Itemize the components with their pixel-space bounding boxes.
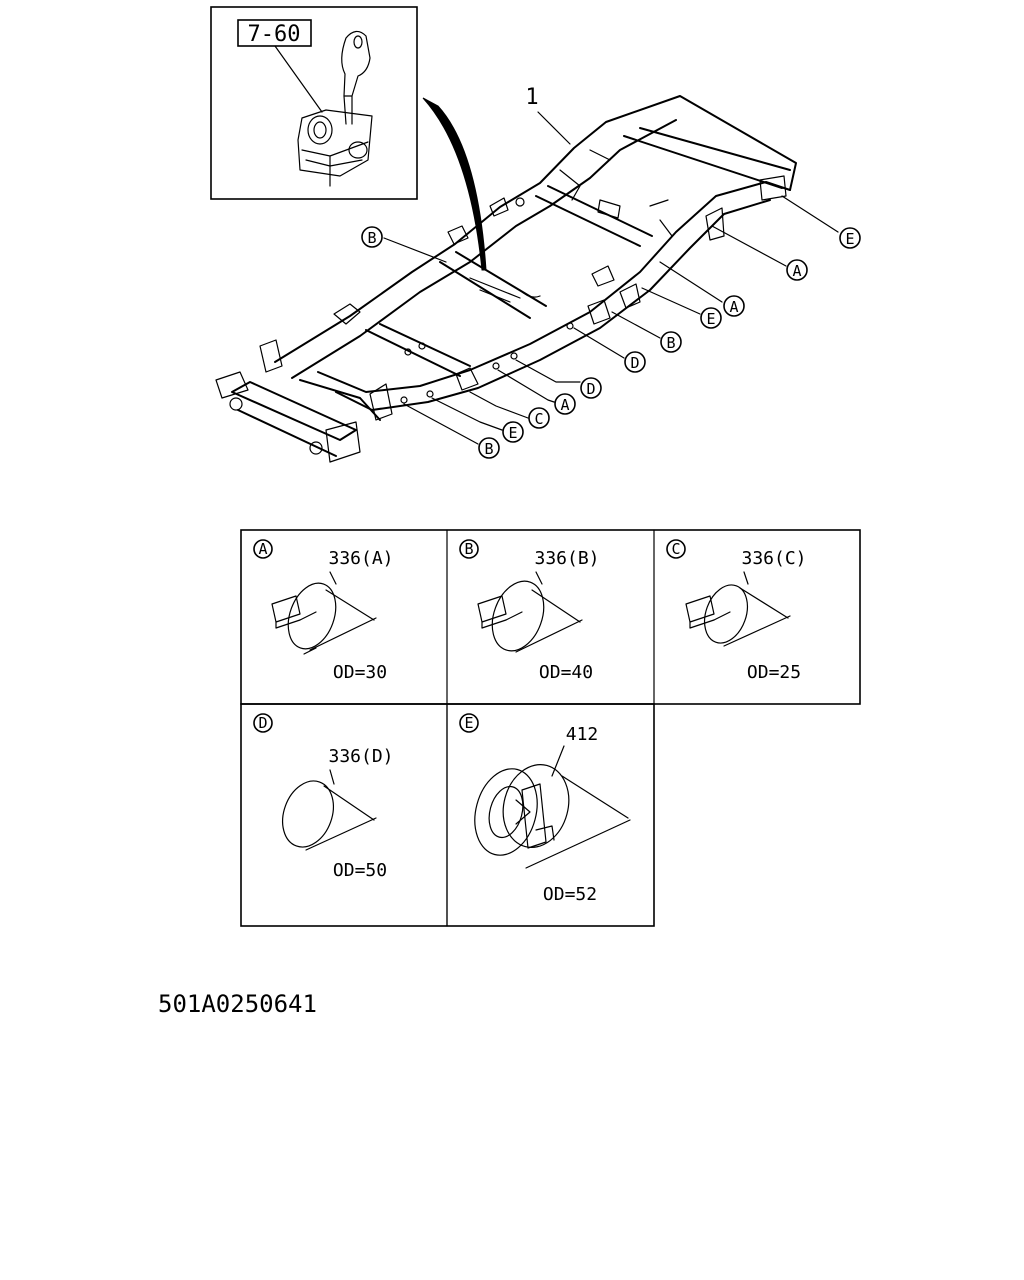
- callout-a-1: A: [711, 225, 808, 281]
- svg-text:B: B: [666, 334, 675, 352]
- detail-od-b: OD=40: [539, 662, 593, 683]
- detail-cell-c: C 336(C) OD=25: [666, 539, 807, 683]
- callout-c-1: C: [469, 391, 550, 429]
- detail-od-a: OD=30: [333, 662, 387, 683]
- callout-d-1: D: [573, 327, 646, 373]
- callout-e-2: E: [641, 287, 722, 329]
- callout-a-3: A: [497, 369, 576, 415]
- svg-text:B: B: [484, 440, 493, 458]
- detail-part-c: 336(C): [741, 548, 806, 569]
- inset-detail: 7-60: [210, 6, 418, 200]
- detail-letter-b: B: [464, 540, 473, 558]
- callout-a-2: A: [659, 261, 745, 317]
- frame-leader-line: [537, 111, 571, 145]
- detail-od-e: OD=52: [543, 884, 597, 905]
- svg-text:A: A: [729, 298, 738, 316]
- svg-text:A: A: [792, 262, 801, 280]
- detail-cell-b: B 336(B) OD=40: [459, 539, 600, 683]
- detail-od-c: OD=25: [747, 662, 801, 683]
- detail-part-a: 336(A): [328, 548, 393, 569]
- svg-text:E: E: [508, 424, 517, 442]
- detail-letter-a: A: [258, 540, 267, 558]
- detail-letter-e: E: [464, 714, 473, 732]
- svg-text:D: D: [586, 380, 595, 398]
- callout-b-1: B: [611, 311, 682, 353]
- detail-cell-a: A 336(A) OD=30: [253, 539, 394, 683]
- frame-part-number: 1: [525, 85, 538, 110]
- svg-text:E: E: [706, 310, 715, 328]
- drawing-code: 501A0250641: [158, 990, 317, 1018]
- svg-text:B: B: [367, 229, 376, 247]
- callout-b-3: B: [403, 403, 500, 459]
- detail-part-d: 336(D): [328, 746, 393, 767]
- reference-leader-line: [274, 45, 323, 113]
- detail-part-b: 336(B): [534, 548, 599, 569]
- callout-e-3: E: [431, 397, 524, 443]
- callout-d-2: D: [515, 359, 602, 399]
- detail-part-e: 412: [566, 724, 599, 745]
- detail-cell-d: D 336(D) OD=50: [253, 713, 394, 881]
- detail-cell-e: E 412 OD=52: [459, 713, 631, 905]
- callout-b-2: B: [361, 226, 447, 263]
- detail-od-d: OD=50: [333, 860, 387, 881]
- detail-letter-d: D: [258, 714, 267, 732]
- svg-text:E: E: [845, 230, 854, 248]
- callout-e-1: E: [781, 195, 861, 249]
- detail-letter-c: C: [671, 540, 680, 558]
- detail-table: [240, 529, 861, 927]
- svg-text:A: A: [560, 396, 569, 414]
- reference-label: 7-60: [248, 22, 301, 47]
- svg-text:D: D: [630, 354, 639, 372]
- lever-illustration: [297, 30, 373, 187]
- svg-text:C: C: [534, 410, 543, 428]
- chassis-frame: [215, 95, 797, 463]
